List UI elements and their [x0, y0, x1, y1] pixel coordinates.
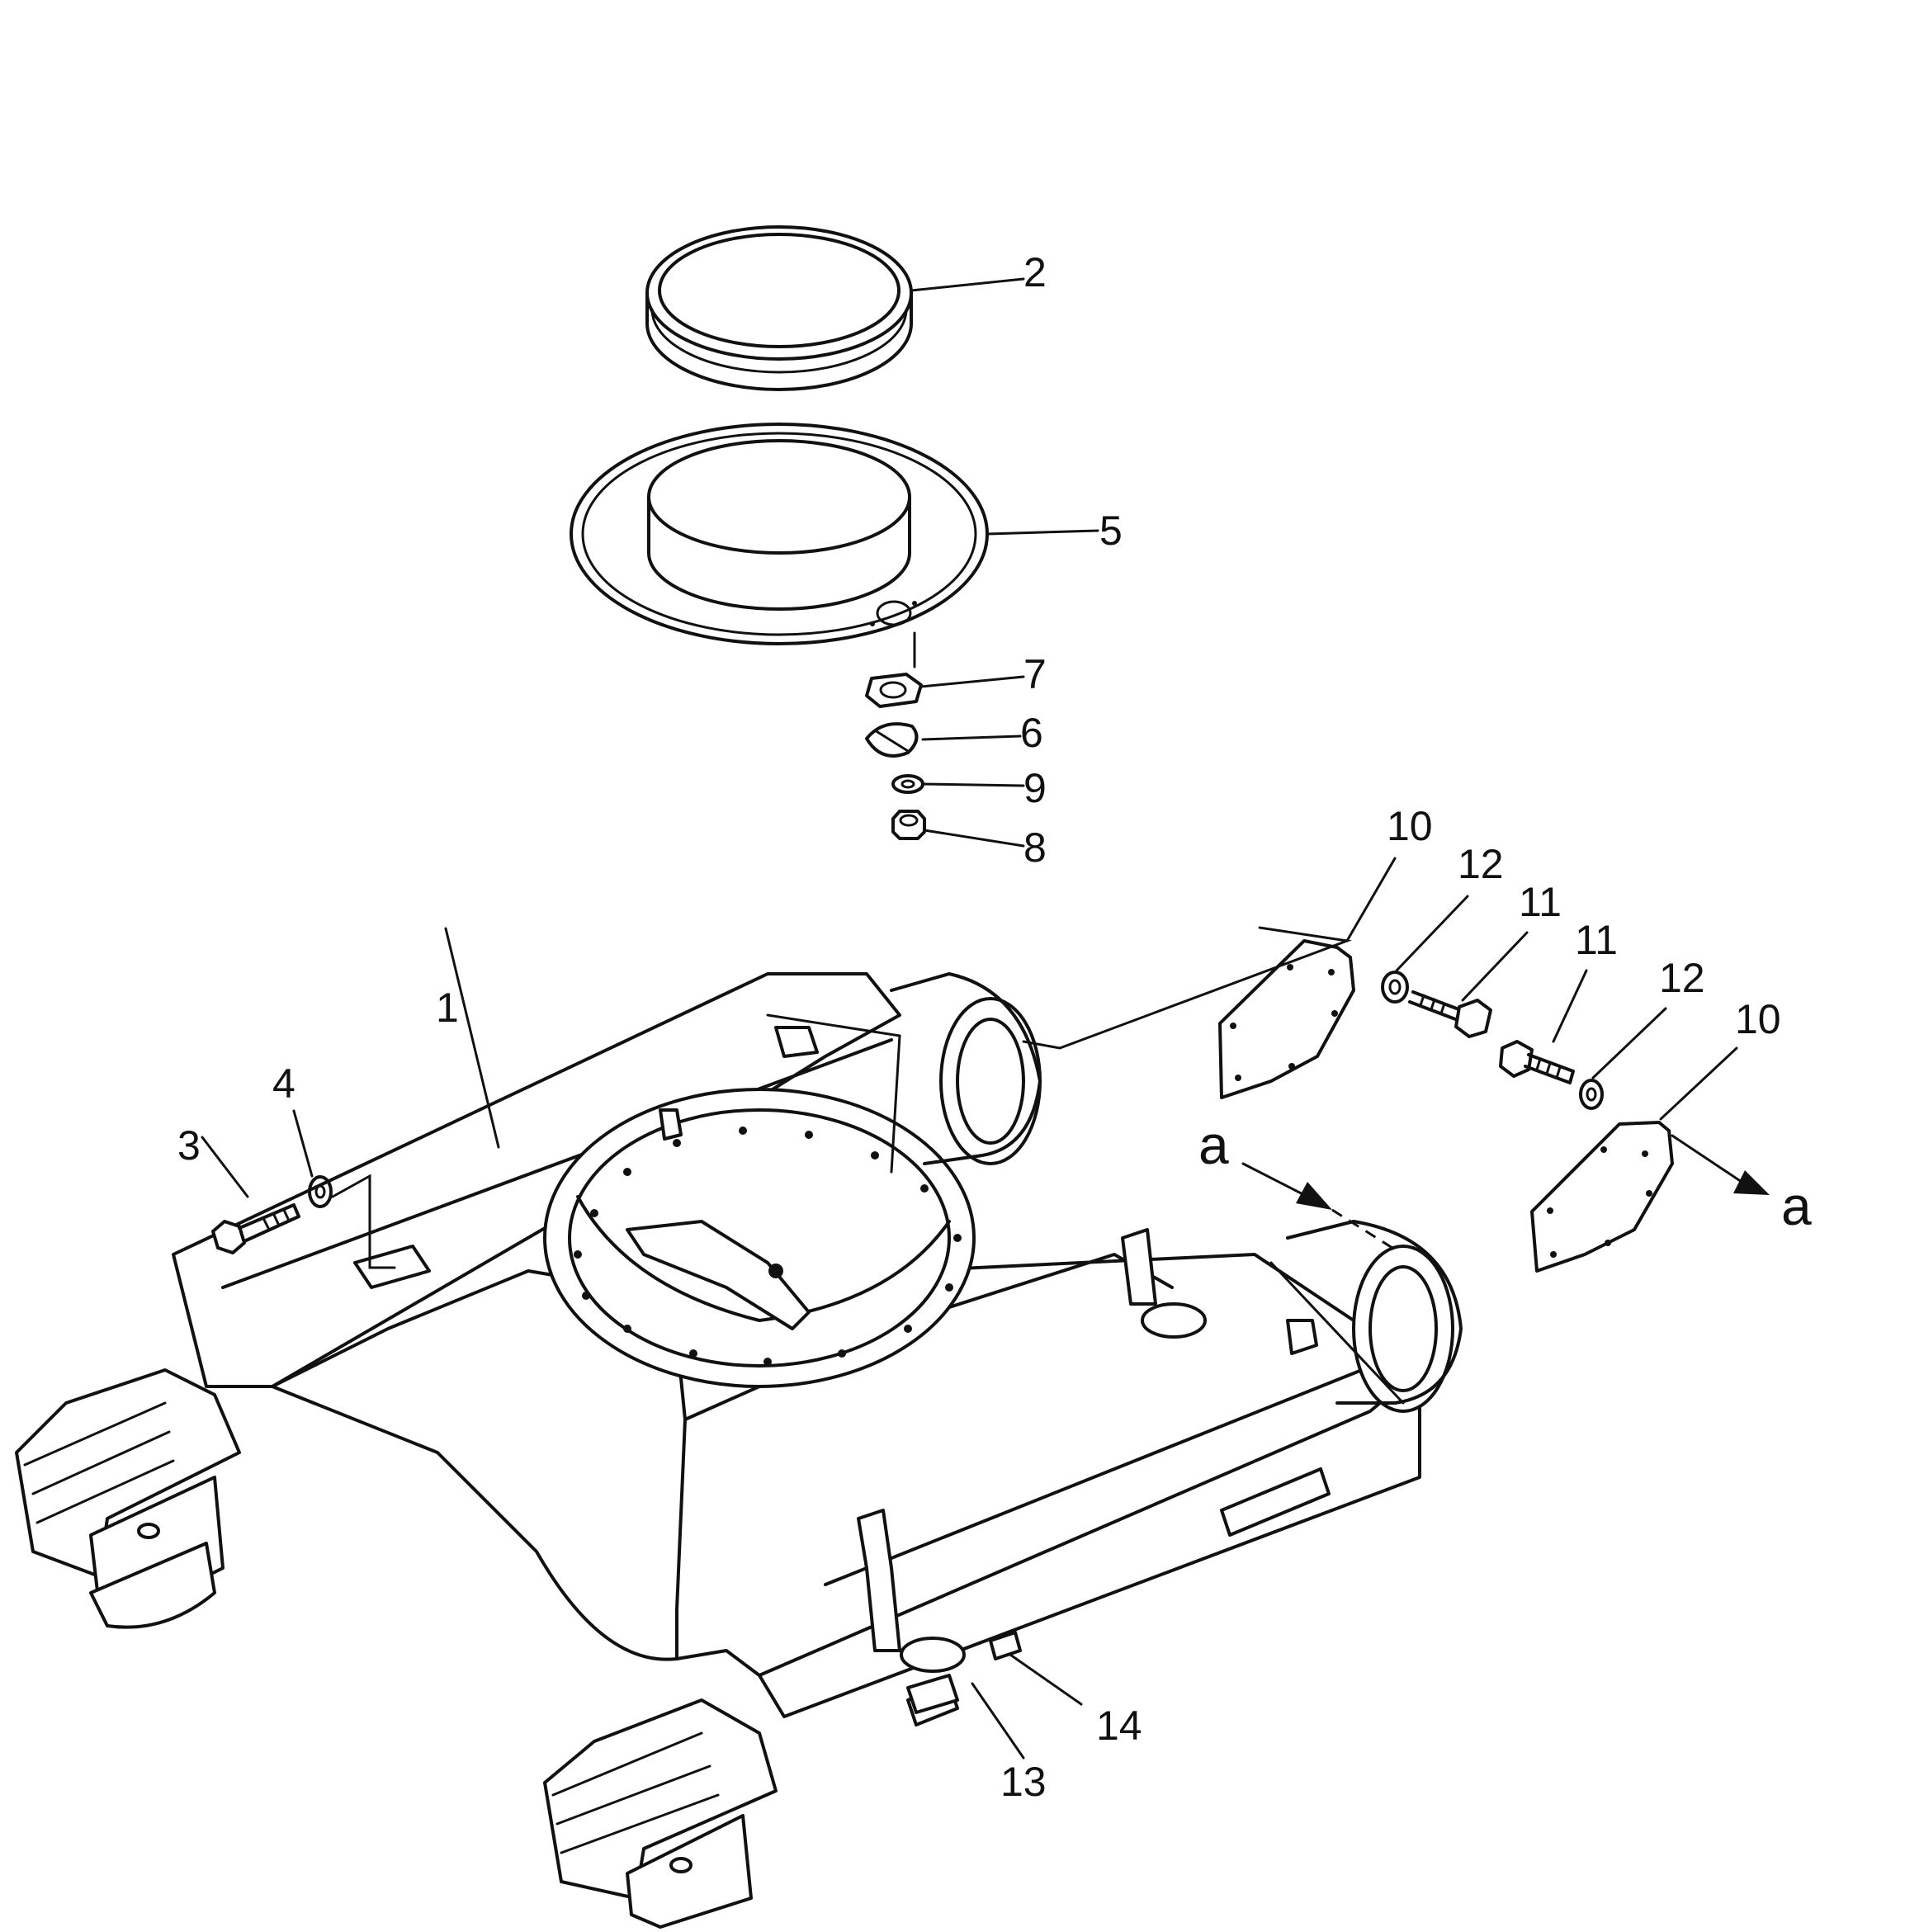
callout-8: 8	[1023, 824, 1047, 871]
view-marker-a-left: a	[1198, 1114, 1229, 1175]
view-marker-a-right: a	[1781, 1175, 1812, 1236]
callout-13: 13	[1000, 1759, 1047, 1805]
callout-12-lower: 12	[1659, 955, 1705, 1001]
callout-9: 9	[1023, 765, 1047, 811]
part-1-track-frame	[15, 972, 1463, 1929]
part-11-bolt-upper	[1408, 990, 1492, 1038]
callout-5: 5	[1099, 508, 1123, 554]
callout-3: 3	[177, 1122, 201, 1169]
view-arrows	[1241, 1134, 1770, 1251]
part-12-washer-lower	[1579, 1079, 1604, 1110]
part-12-washer-upper	[1381, 971, 1409, 1004]
callout-7: 7	[1023, 651, 1047, 697]
callout-10-upper: 10	[1387, 803, 1433, 849]
part-14-plate	[989, 1631, 1022, 1660]
part-11-bolt-lower	[1499, 1040, 1575, 1084]
part-4-washer	[308, 1175, 333, 1208]
callout-1: 1	[436, 985, 459, 1031]
part-6-cap	[865, 722, 919, 758]
part-10-cover-lower	[1530, 1121, 1674, 1273]
callout-11-upper: 11	[1519, 879, 1562, 925]
part-2-ring	[645, 225, 913, 391]
callout-14: 14	[1096, 1703, 1142, 1749]
part-5-seal-plate	[570, 423, 989, 645]
part-9-washer	[891, 774, 924, 794]
callout-12-upper: 12	[1458, 841, 1504, 887]
callout-6: 6	[1020, 710, 1043, 756]
callout-2: 2	[1023, 249, 1047, 295]
callout-4: 4	[272, 1060, 295, 1107]
part-7-flange	[865, 673, 923, 708]
part-8-nut	[891, 810, 926, 840]
leader-lines	[201, 277, 1738, 1760]
callout-labels: 1 2 3 4 5 6 7 8 9 10 10 11 11 12 12 13 1…	[177, 249, 1812, 1805]
part-10-cover-upper	[1218, 939, 1355, 1099]
part-13-plate	[906, 1674, 959, 1714]
callout-11-lower: 11	[1575, 917, 1618, 963]
part-3-bolt	[211, 1203, 300, 1254]
callout-10-lower: 10	[1735, 996, 1781, 1042]
